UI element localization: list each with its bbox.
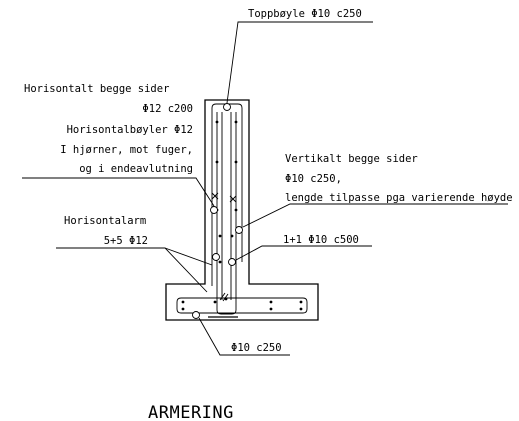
label-horizontal-stirrups-location: I hjørner, mot fuger,	[60, 144, 193, 156]
label-horizontal-both-sides-spec: Φ12 c200	[142, 103, 193, 115]
label-vertical-length-note: lengde tilpasse pga varierende høyde	[285, 192, 513, 204]
label-horizontal-stirrups: Horisontalbøyler Φ12	[67, 124, 193, 136]
label-vertical-both-sides: Vertikalt begge sider	[285, 153, 418, 165]
leader-markers	[192, 103, 243, 319]
concrete-outline	[165, 99, 319, 321]
label-base-bars: Φ10 c250	[231, 342, 282, 354]
label-vertical-both-sides-spec: Φ10 c250,	[285, 173, 342, 185]
label-horizontal-arm-spec: 5+5 Φ12	[104, 235, 148, 247]
label-horizontal-arm: Horisontalarm	[64, 215, 146, 227]
label-pair-bars: 1+1 Φ10 c500	[283, 234, 359, 246]
leader-lines	[22, 21, 508, 356]
footing-reinforcement	[176, 297, 308, 318]
label-top-stirrup: Toppbøyle Φ10 c250	[248, 8, 362, 20]
label-horizontal-stirrups-end: og i endeavlutning	[79, 163, 193, 175]
section-title: ARMERING	[148, 403, 234, 421]
label-horizontal-both-sides: Horisontalt begge sider	[24, 83, 169, 95]
